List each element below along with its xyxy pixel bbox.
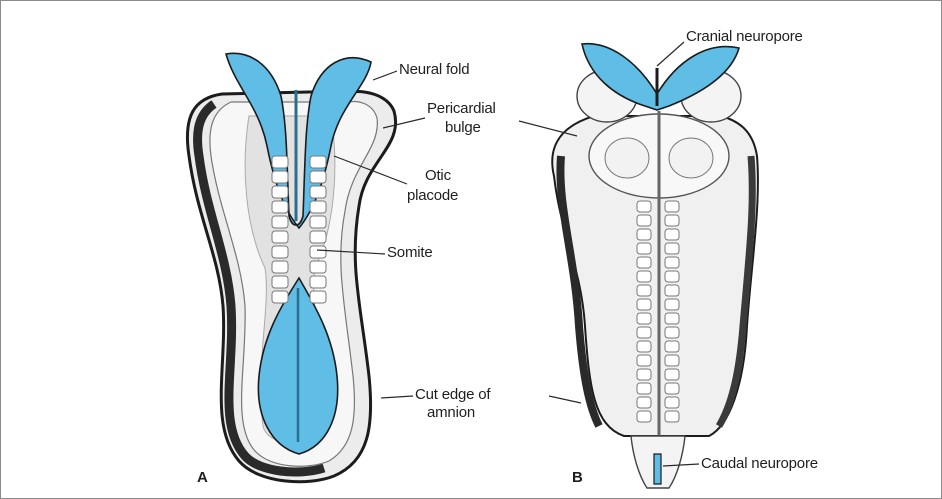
caudal-neuropore-b [654, 454, 661, 484]
somite-block [637, 341, 651, 352]
somite-block [637, 355, 651, 366]
somite-block [637, 383, 651, 394]
somite-block [665, 271, 679, 282]
somite-block [637, 313, 651, 324]
somite-block [637, 215, 651, 226]
embryo-illustration [9, 6, 937, 496]
somite-block [310, 156, 326, 168]
somite-block [637, 229, 651, 240]
panel-label-b: B [572, 469, 583, 486]
pericardial-lobe-right-b [669, 138, 713, 178]
leader-neural-fold [373, 71, 397, 80]
panel-label-a: A [197, 469, 208, 486]
somite-block [665, 299, 679, 310]
somite-block [665, 397, 679, 408]
leader-cut-edge [381, 396, 413, 398]
somite-block [637, 397, 651, 408]
somite-block [272, 171, 288, 183]
somite-block [310, 291, 326, 303]
somite-block [310, 246, 326, 258]
somite-block [637, 369, 651, 380]
label-neural-fold: Neural fold [399, 61, 469, 79]
somite-block [665, 411, 679, 422]
somite-block [665, 257, 679, 268]
embryo-figure: Neural fold Pericardial bulge Otic placo… [9, 6, 937, 496]
somite-block [665, 341, 679, 352]
somite-block [637, 299, 651, 310]
label-otic-placode-line1: Otic [425, 167, 451, 185]
label-cranial-neuropore: Cranial neuropore [686, 28, 803, 46]
somite-block [665, 243, 679, 254]
leader-cut-edge-b [549, 396, 581, 403]
label-pericardial-bulge-line1: Pericardial [427, 100, 496, 118]
somite-block [310, 186, 326, 198]
somite-block [272, 156, 288, 168]
somite-block [665, 383, 679, 394]
somite-block [272, 246, 288, 258]
pericardial-lobe-left-b [605, 138, 649, 178]
label-caudal-neuropore: Caudal neuropore [701, 455, 818, 473]
somite-block [272, 186, 288, 198]
label-somite: Somite [387, 244, 433, 262]
somite-block [310, 216, 326, 228]
somite-block [665, 313, 679, 324]
somite-block [665, 229, 679, 240]
somite-block [665, 355, 679, 366]
somite-block [637, 411, 651, 422]
somite-block [637, 257, 651, 268]
somite-block [272, 231, 288, 243]
label-pericardial-bulge-line2: bulge [445, 119, 481, 137]
somite-block [272, 291, 288, 303]
somite-block [665, 215, 679, 226]
label-cut-edge-line2: amnion [427, 404, 475, 422]
somite-block [665, 327, 679, 338]
somite-block [310, 201, 326, 213]
somite-block [665, 285, 679, 296]
label-cut-edge-line1: Cut edge of [415, 386, 490, 404]
somite-block [310, 231, 326, 243]
somite-block [310, 276, 326, 288]
somite-block [272, 216, 288, 228]
somite-block [310, 261, 326, 273]
somite-block [637, 271, 651, 282]
embryo-a [187, 53, 395, 481]
somite-block [272, 276, 288, 288]
somite-block [272, 261, 288, 273]
somite-block [665, 369, 679, 380]
embryo-b [552, 44, 758, 488]
somite-block [637, 201, 651, 212]
somite-block [310, 171, 326, 183]
somite-block [272, 201, 288, 213]
somite-block [637, 285, 651, 296]
label-otic-placode-line2: placode [407, 187, 458, 205]
somite-block [637, 327, 651, 338]
somite-block [665, 201, 679, 212]
leader-cranial [657, 42, 684, 66]
somite-block [637, 243, 651, 254]
